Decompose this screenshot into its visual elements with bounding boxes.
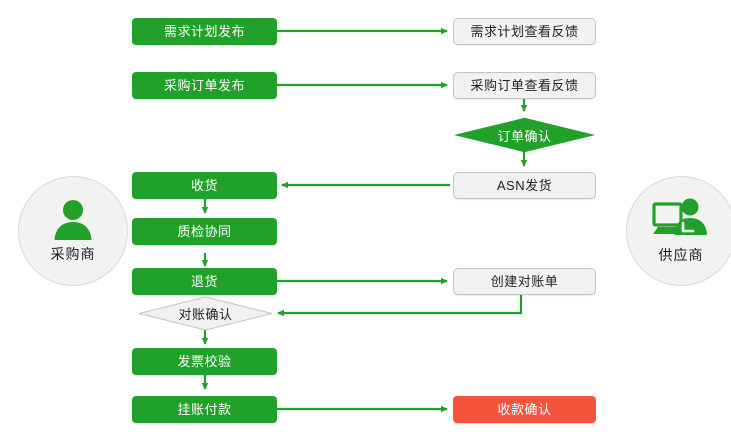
- node-asn-shipment[interactable]: ASN发货: [453, 172, 596, 199]
- node-po-publish[interactable]: 采购订单发布: [132, 72, 277, 99]
- node-label: 需求计划查看反馈: [470, 24, 579, 39]
- actor-supplier[interactable]: 供应商: [626, 176, 731, 286]
- node-demand-plan-publish[interactable]: 需求计划发布: [132, 18, 277, 45]
- diamond-shape: [453, 117, 596, 153]
- node-return-goods[interactable]: 退货: [132, 268, 277, 295]
- node-statement-confirm[interactable]: 对账确认: [138, 296, 273, 331]
- node-demand-plan-feedback[interactable]: 需求计划查看反馈: [453, 18, 596, 45]
- node-label: 对账确认: [178, 307, 233, 322]
- node-label: 收货: [190, 178, 218, 193]
- node-label: ASN发货: [496, 178, 553, 193]
- node-quality-collab[interactable]: 质检协同: [132, 218, 277, 245]
- node-label: 采购订单发布: [163, 78, 245, 93]
- node-label: 订单确认: [497, 128, 552, 144]
- person-icon: [51, 199, 95, 241]
- node-po-feedback[interactable]: 采购订单查看反馈: [453, 72, 596, 99]
- node-order-confirm[interactable]: 订单确认: [453, 117, 596, 153]
- node-label: 采购订单查看反馈: [470, 78, 579, 93]
- node-label: 发票校验: [177, 354, 232, 369]
- actor-supplier-label: 供应商: [658, 246, 704, 263]
- node-label: 挂账付款: [177, 402, 232, 417]
- node-receive-goods[interactable]: 收货: [132, 172, 277, 199]
- node-invoice-check[interactable]: 发票校验: [132, 348, 277, 375]
- node-label: 收款确认: [497, 402, 552, 417]
- wire-statement-to-confirm: [277, 295, 523, 317]
- node-receipt-confirm[interactable]: 收款确认: [453, 396, 596, 423]
- node-label: 创建对账单: [490, 274, 559, 289]
- node-label: 需求计划发布: [163, 24, 245, 39]
- actor-buyer-label: 采购商: [50, 245, 96, 262]
- node-label: 质检协同: [177, 224, 232, 239]
- actor-buyer[interactable]: 采购商: [18, 176, 128, 286]
- person-at-computer-icon: [652, 198, 710, 242]
- node-payment-posting[interactable]: 挂账付款: [132, 396, 277, 423]
- node-create-statement[interactable]: 创建对账单: [453, 268, 596, 295]
- node-label: 退货: [190, 274, 218, 289]
